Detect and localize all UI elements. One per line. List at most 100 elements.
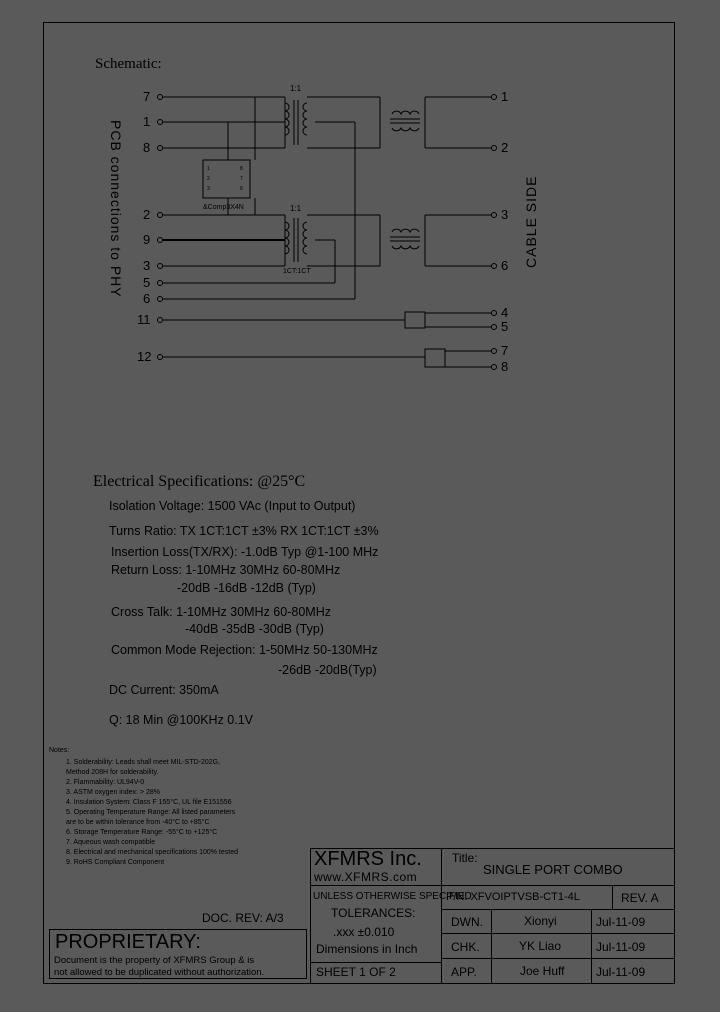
proprietary-line: Document is the property of XFMRS Group … <box>54 955 255 966</box>
pin-circle-left <box>157 280 163 286</box>
title-label: Title: <box>452 851 478 865</box>
spec-line: Return Loss: 1-10MHz 30MHz 60-80MHz <box>111 563 341 577</box>
pin-circle-right <box>491 348 497 354</box>
spec-line: Common Mode Rejection: 1-50MHz 50-130MHz <box>111 643 378 657</box>
tolerance-value: .xxx ±0.010 <box>333 925 395 939</box>
doc-rev: DOC. REV: A/3 <box>202 911 284 925</box>
chk-date: Jul-11-09 <box>596 940 646 954</box>
pin-number-left: 5 <box>143 275 150 290</box>
chk-label: CHK. <box>451 940 480 954</box>
pin-number-left: 8 <box>143 140 150 155</box>
part-number: P/N: XFVOIPTVSB-CT1-4L <box>446 891 580 903</box>
spec-line: -40dB -35dB -30dB (Typ) <box>185 622 324 636</box>
note-item: 3. ASTM oxygen index: > 28% <box>66 789 160 796</box>
dwn-name: Xionyi <box>524 914 557 928</box>
note-item: 6. Storage Temperature Range: -55°C to +… <box>66 829 218 836</box>
ct-label-bottom: 1CT:1CT <box>283 268 311 275</box>
dimensions-note: Dimensions in Inch <box>316 942 418 956</box>
ic-pin-mark: 2 <box>207 176 210 182</box>
note-item: 5. Operating Temperature Range: All list… <box>66 809 236 816</box>
pin-circle-right <box>491 145 497 151</box>
pin-circle-left <box>157 354 163 360</box>
ic-pin-mark: 6 <box>240 186 243 192</box>
schematic-title: Schematic: <box>95 56 162 72</box>
pin-number-left: 1 <box>143 114 150 129</box>
chk-name: YK Liao <box>519 939 562 953</box>
spec-line: Q: 18 Min @100KHz 0.1V <box>109 713 254 727</box>
pin-number-right: 3 <box>501 207 508 222</box>
sheet-cell <box>310 962 442 984</box>
pin-circle-left <box>157 94 163 100</box>
pin-circle-right <box>491 364 497 370</box>
ic-pin-mark: 8 <box>240 166 243 172</box>
pin-number-right: 4 <box>501 305 508 320</box>
revision: REV. A <box>621 891 659 905</box>
pin-circle-left <box>157 296 163 302</box>
electrical-title: Electrical Specifications: @25°C <box>93 473 306 490</box>
ic-pin-mark: 7 <box>240 176 243 182</box>
spec-line: -26dB -20dB(Typ) <box>278 663 377 677</box>
pin-number-right: 1 <box>501 89 508 104</box>
pin-number-right: 2 <box>501 140 508 155</box>
ic-pin-mark: 3 <box>207 186 210 192</box>
ratio-label-top: 1:1 <box>290 84 302 93</box>
pcb-side-label: PCB connections to PHY <box>108 120 124 298</box>
pin-number-left: 9 <box>143 232 150 247</box>
pin-circle-left <box>157 212 163 218</box>
proprietary-block <box>49 929 307 979</box>
pin-number-left: 12 <box>137 349 151 364</box>
pin-number-left: 11 <box>137 312 151 327</box>
spec-line: Isolation Voltage: 1500 VAc (Input to Ou… <box>109 499 356 513</box>
title-value: SINGLE PORT COMBO <box>483 862 623 877</box>
note-item: 7. Aqueous wash compatible <box>66 839 156 846</box>
sheet-number: SHEET 1 OF 2 <box>316 965 396 979</box>
pin-number-right: 7 <box>501 343 508 358</box>
pin-circle-right <box>491 94 497 100</box>
app-label: APP. <box>451 965 477 979</box>
pin-circle-left <box>157 317 163 323</box>
pin-number-right: 8 <box>501 359 508 374</box>
cable-side-label: CABLE SIDE <box>523 176 539 268</box>
pin-number-left: 2 <box>143 207 150 222</box>
spec-line: Cross Talk: 1-10MHz 30MHz 60-80MHz <box>111 605 331 619</box>
notes-list: 1. Solderability: Leads shall meet MIL-S… <box>66 758 238 868</box>
ic-label: &Comp3X4N <box>203 204 244 211</box>
pin-number-left: 6 <box>143 291 150 306</box>
note-item: 4. Insulation System: Class F 155°C, UL … <box>66 799 232 806</box>
company-name: XFMRS Inc. <box>314 848 422 870</box>
spec-line: Insertion Loss(TX/RX): -1.0dB Typ @1-100… <box>111 545 379 559</box>
ic-pin-mark: 1 <box>207 166 210 172</box>
tolerance-header: UNLESS OTHERWISE SPECIFIED <box>313 891 472 902</box>
pin-circle-right <box>491 263 497 269</box>
pin-number-left: 3 <box>143 258 150 273</box>
company-website: www.XFMRS.com <box>314 870 418 884</box>
pin-circle-left <box>157 119 163 125</box>
proprietary-line: not allowed to be duplicated without aut… <box>54 967 265 978</box>
pin-circle-left <box>157 145 163 151</box>
pin-circle-right <box>491 310 497 316</box>
schematic-diagram: 1 2 3 8 7 6 7 1 8 2 9 3 5 6 11 12 1 2 3 … <box>108 84 539 374</box>
app-name: Joe Huff <box>520 964 565 978</box>
spec-line: DC Current: 350mA <box>109 683 219 697</box>
note-item: 1. Solderability: Leads shall meet MIL-S… <box>66 759 221 766</box>
dwn-date: Jul-11-09 <box>596 915 646 929</box>
note-item: 9. RoHS Compliant Component <box>66 859 165 866</box>
spec-line: Turns Ratio: TX 1CT:1CT ±3% RX 1CT:1CT ±… <box>109 524 379 538</box>
ratio-label-bottom: 1:1 <box>290 204 302 213</box>
pin-number-left: 7 <box>143 89 150 104</box>
spec-line: -20dB -16dB -12dB (Typ) <box>177 581 316 595</box>
note-item: 2. Flammability: UL94V-0 <box>66 779 145 786</box>
pin-circle-left <box>157 237 163 243</box>
notes-title: Notes: <box>49 747 70 754</box>
proprietary-title: PROPRIETARY: <box>55 931 201 953</box>
dwn-label: DWN. <box>451 915 483 929</box>
pin-circle-right <box>491 324 497 330</box>
note-item: are to be within tolerance from -40°C to… <box>66 819 210 826</box>
app-date: Jul-11-09 <box>596 965 646 979</box>
app-date-cell <box>591 958 675 984</box>
pin-circle-left <box>157 263 163 269</box>
pin-number-right: 5 <box>501 319 508 334</box>
note-item: 8. Electrical and mechanical specificati… <box>66 849 238 856</box>
note-item: Method 208H for solderability. <box>66 769 159 776</box>
pin-circle-right <box>491 212 497 218</box>
